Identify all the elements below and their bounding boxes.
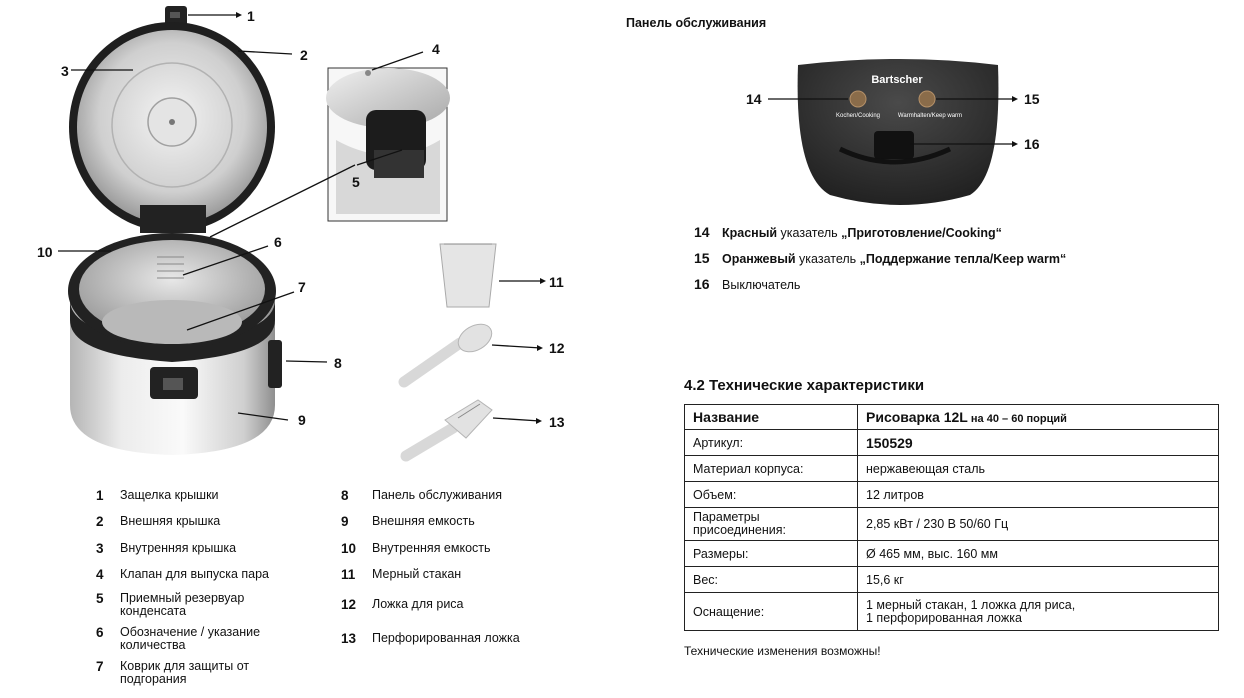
indicator-item: 15 Оранжевый указатель „Поддержание тепл… (694, 250, 1067, 266)
rice-spoon (398, 323, 493, 388)
callout-10: 10 (37, 244, 53, 260)
brand-logo: Bartscher (871, 74, 923, 86)
outer-container (68, 233, 282, 455)
callout-1: 1 (247, 8, 255, 24)
steam-valve-inset (326, 67, 450, 222)
label-cooking: Kochen/Cooking (836, 113, 880, 119)
table-cell: Артикул: (684, 429, 858, 456)
table-cell: 2,85 кВт / 230 В 50/60 Гц (857, 507, 1219, 541)
table-row: Размеры: Ø 465 мм, выс. 160 мм (684, 540, 1219, 567)
table-cell: Ø 465 мм, выс. 160 мм (857, 540, 1219, 567)
callout-7: 7 (298, 279, 306, 295)
callout-9: 9 (298, 412, 306, 428)
arrowheads (236, 12, 546, 424)
table-cell: Название (684, 404, 858, 430)
table-row: Материал корпуса: нержавеющая сталь (684, 455, 1219, 482)
indicator-item: 14 Красный указатель „Приготовление/Cook… (694, 224, 1002, 240)
table-cell: Размеры: (684, 540, 858, 567)
table-cell: Объем: (684, 481, 858, 508)
callout-12: 12 (549, 340, 565, 356)
table-cell: нержавеющая сталь (857, 455, 1219, 482)
leader-lines (58, 14, 544, 422)
table-cell: 1 мерный стакан, 1 ложка для риса, 1 пер… (857, 592, 1219, 631)
specs-heading: 4.2 Технические характеристики (684, 377, 925, 394)
callout-6: 6 (274, 234, 282, 250)
label-keep-warm: Warmhalten/Keep warm (898, 113, 962, 119)
table-cell: Вес: (684, 566, 858, 593)
table-cell: 12 литров (857, 481, 1219, 508)
table-cell: Рисоварка 12L на 40 – 60 порций (857, 404, 1219, 430)
outer-lid (69, 22, 275, 233)
table-cell: Материал корпуса: (684, 455, 858, 482)
callout-4: 4 (432, 41, 440, 57)
table-row: Объем: 12 литров (684, 481, 1219, 508)
table-cell: 150529 (857, 429, 1219, 456)
specs-footnote: Технические изменения возможны! (684, 644, 881, 658)
callout-13: 13 (549, 414, 565, 430)
control-panel-illustration: Bartscher Kochen/Cooking Warmhalten/Keep… (746, 59, 1040, 205)
table-cell: Оснащение: (684, 592, 858, 631)
table-cell: 15,6 кг (857, 566, 1219, 593)
measuring-marks (157, 256, 184, 279)
cooking-indicator (849, 90, 867, 108)
callout-2: 2 (300, 47, 308, 63)
rice-cooker-illustration: 1 2 3 4 5 6 7 8 9 10 11 12 13 (37, 6, 565, 462)
callout-14: 14 (746, 91, 762, 107)
table-row: Оснащение: 1 мерный стакан, 1 ложка для … (684, 592, 1219, 631)
table-row: Вес: 15,6 кг (684, 566, 1219, 593)
table-row: Артикул: 150529 (684, 429, 1219, 456)
callout-3: 3 (61, 63, 69, 79)
keep-warm-indicator (918, 90, 936, 108)
table-header-row: Название Рисоварка 12L на 40 – 60 порций (684, 404, 1219, 430)
callout-5: 5 (352, 174, 360, 190)
specs-table: Название Рисоварка 12L на 40 – 60 порций… (684, 404, 1219, 631)
table-cell: Параметры присоединения: (684, 507, 858, 541)
table-row: Параметры присоединения: 2,85 кВт / 230 … (684, 507, 1219, 541)
callout-15: 15 (1024, 91, 1040, 107)
indicator-item: 16 Выключатель (694, 276, 801, 292)
callout-16: 16 (1024, 136, 1040, 152)
callout-8: 8 (334, 355, 342, 371)
control-panel-heading: Панель обслуживания (626, 16, 767, 30)
power-switch[interactable] (874, 131, 914, 159)
measuring-cup (439, 243, 497, 308)
callout-11: 11 (549, 274, 564, 290)
perforated-spoon (400, 399, 493, 462)
